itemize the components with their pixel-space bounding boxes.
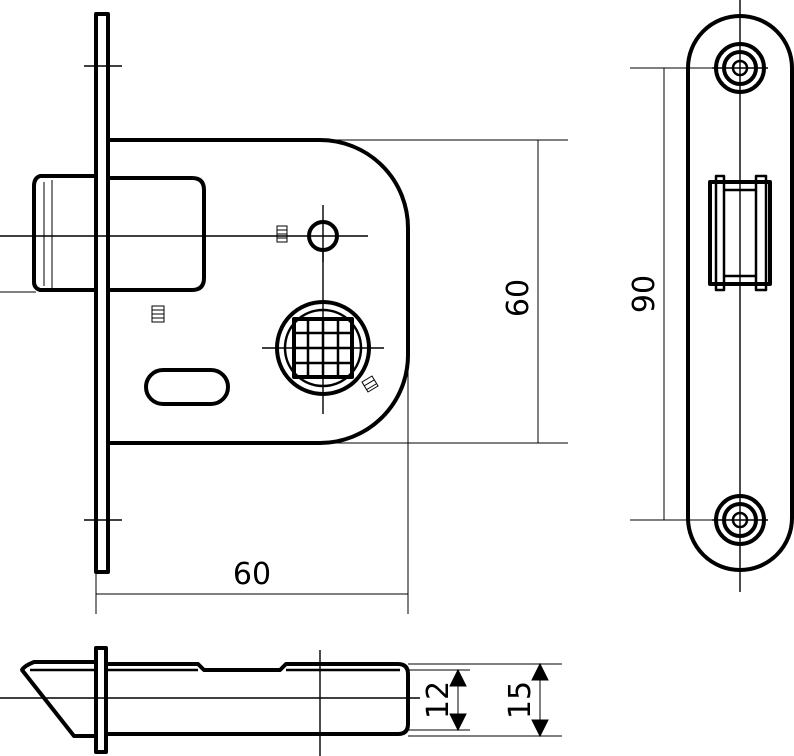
faceplate-view: 90 bbox=[627, 0, 794, 592]
dim-bolt-inner: 12 bbox=[408, 668, 470, 732]
screw-mark-3 bbox=[361, 375, 379, 393]
body-bottom-outline bbox=[104, 662, 410, 736]
dim-faceplate-length-label: 90 bbox=[627, 275, 662, 313]
dim-bolt-inner-label: 12 bbox=[421, 681, 456, 719]
faceplate-edge bbox=[94, 646, 108, 754]
faceplate-front bbox=[94, 12, 110, 574]
bottom-view: 12 15 bbox=[0, 646, 562, 756]
dim-case-height-label: 60 bbox=[501, 279, 536, 317]
dim-faceplate-length: 90 bbox=[627, 67, 712, 521]
screw-mark-1 bbox=[276, 225, 288, 243]
latch-tongue-inner bbox=[43, 180, 53, 288]
latch-opening-detail bbox=[714, 174, 768, 292]
oval-slot bbox=[144, 368, 230, 406]
lock-body bbox=[106, 138, 410, 445]
dim-backset-label: 60 bbox=[233, 557, 271, 592]
latch-tongue bbox=[32, 174, 98, 292]
front-view: 60 60 bbox=[0, 12, 568, 614]
latch-wedge bbox=[20, 660, 98, 738]
dim-bolt-outer: 15 bbox=[408, 662, 562, 738]
latch-opening bbox=[708, 180, 772, 286]
dim-bolt-outer-label: 15 bbox=[503, 681, 538, 719]
dim-case-height: 60 bbox=[320, 139, 568, 444]
dim-backset: 60 bbox=[95, 355, 409, 614]
latch-slot bbox=[106, 176, 206, 292]
screw-mark-2 bbox=[151, 305, 165, 323]
